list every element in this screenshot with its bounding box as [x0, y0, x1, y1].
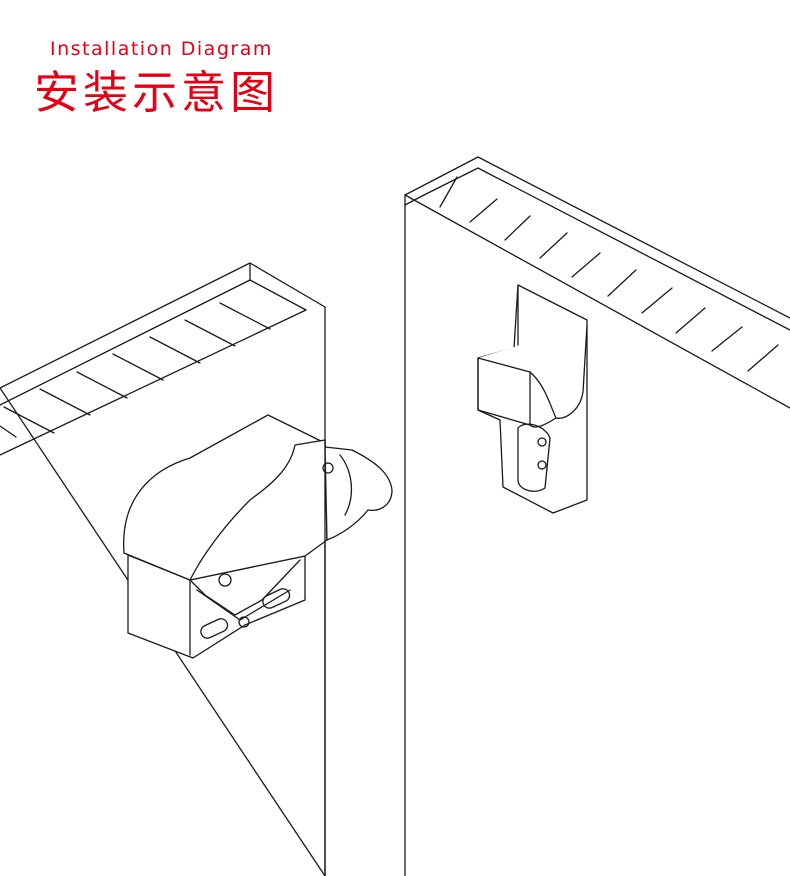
title-english: Installation Diagram [50, 38, 273, 60]
left-cabinet-panel [0, 263, 325, 876]
right-door-panel [405, 157, 790, 876]
title-chinese: 安装示意图 [34, 66, 280, 119]
strike-plate [478, 285, 587, 513]
push-latch-body [124, 415, 392, 658]
